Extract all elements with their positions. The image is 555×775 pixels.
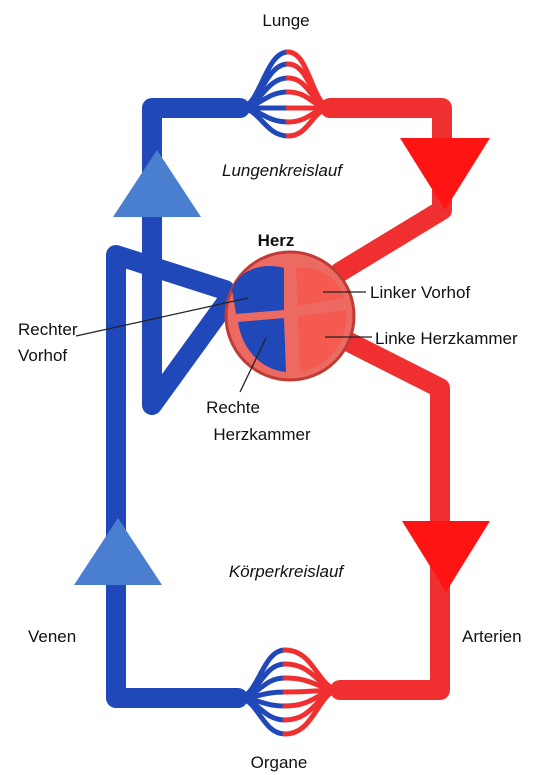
pulmonary-artery-path [152, 108, 240, 405]
lung-capillaries-blue [240, 52, 288, 136]
heart [226, 252, 354, 380]
label-rechter-vorhof-line2: Vorhof [18, 346, 67, 365]
label-rechter-vorhof-line1: Rechter [18, 320, 78, 339]
label-linker-vorhof: Linker Vorhof [370, 283, 470, 302]
label-organe: Organe [251, 753, 308, 772]
label-lunge: Lunge [262, 11, 309, 30]
label-koerperkreislauf: Körperkreislauf [229, 562, 346, 581]
arrow-up-pulmonary-icon [113, 150, 201, 217]
pulmonary-vein-path [330, 108, 442, 272]
arrow-down-pulmonary-icon [400, 138, 490, 210]
label-arterien: Arterien [462, 627, 522, 646]
label-venen: Venen [28, 627, 76, 646]
label-rechte-herzkammer-line1: Rechte [206, 398, 260, 417]
arrow-down-systemic-icon [402, 521, 490, 592]
aorta-path [340, 340, 440, 690]
lung-capillaries-red [288, 52, 332, 136]
label-linke-herzkammer: Linke Herzkammer [375, 329, 518, 348]
lung-capillary-bed [240, 52, 332, 136]
arterial-vessels [330, 108, 442, 690]
organ-capillaries-red [285, 650, 340, 734]
organ-capillary-bed [238, 650, 340, 734]
left-ventricle-chamber [298, 310, 346, 372]
right-atrium-chamber [232, 266, 284, 314]
label-herz: Herz [258, 231, 295, 250]
label-rechte-herzkammer-line2: Herzkammer [213, 425, 311, 444]
label-lungenkreislauf: Lungenkreislauf [222, 161, 344, 180]
arrow-up-systemic-icon [74, 518, 162, 585]
